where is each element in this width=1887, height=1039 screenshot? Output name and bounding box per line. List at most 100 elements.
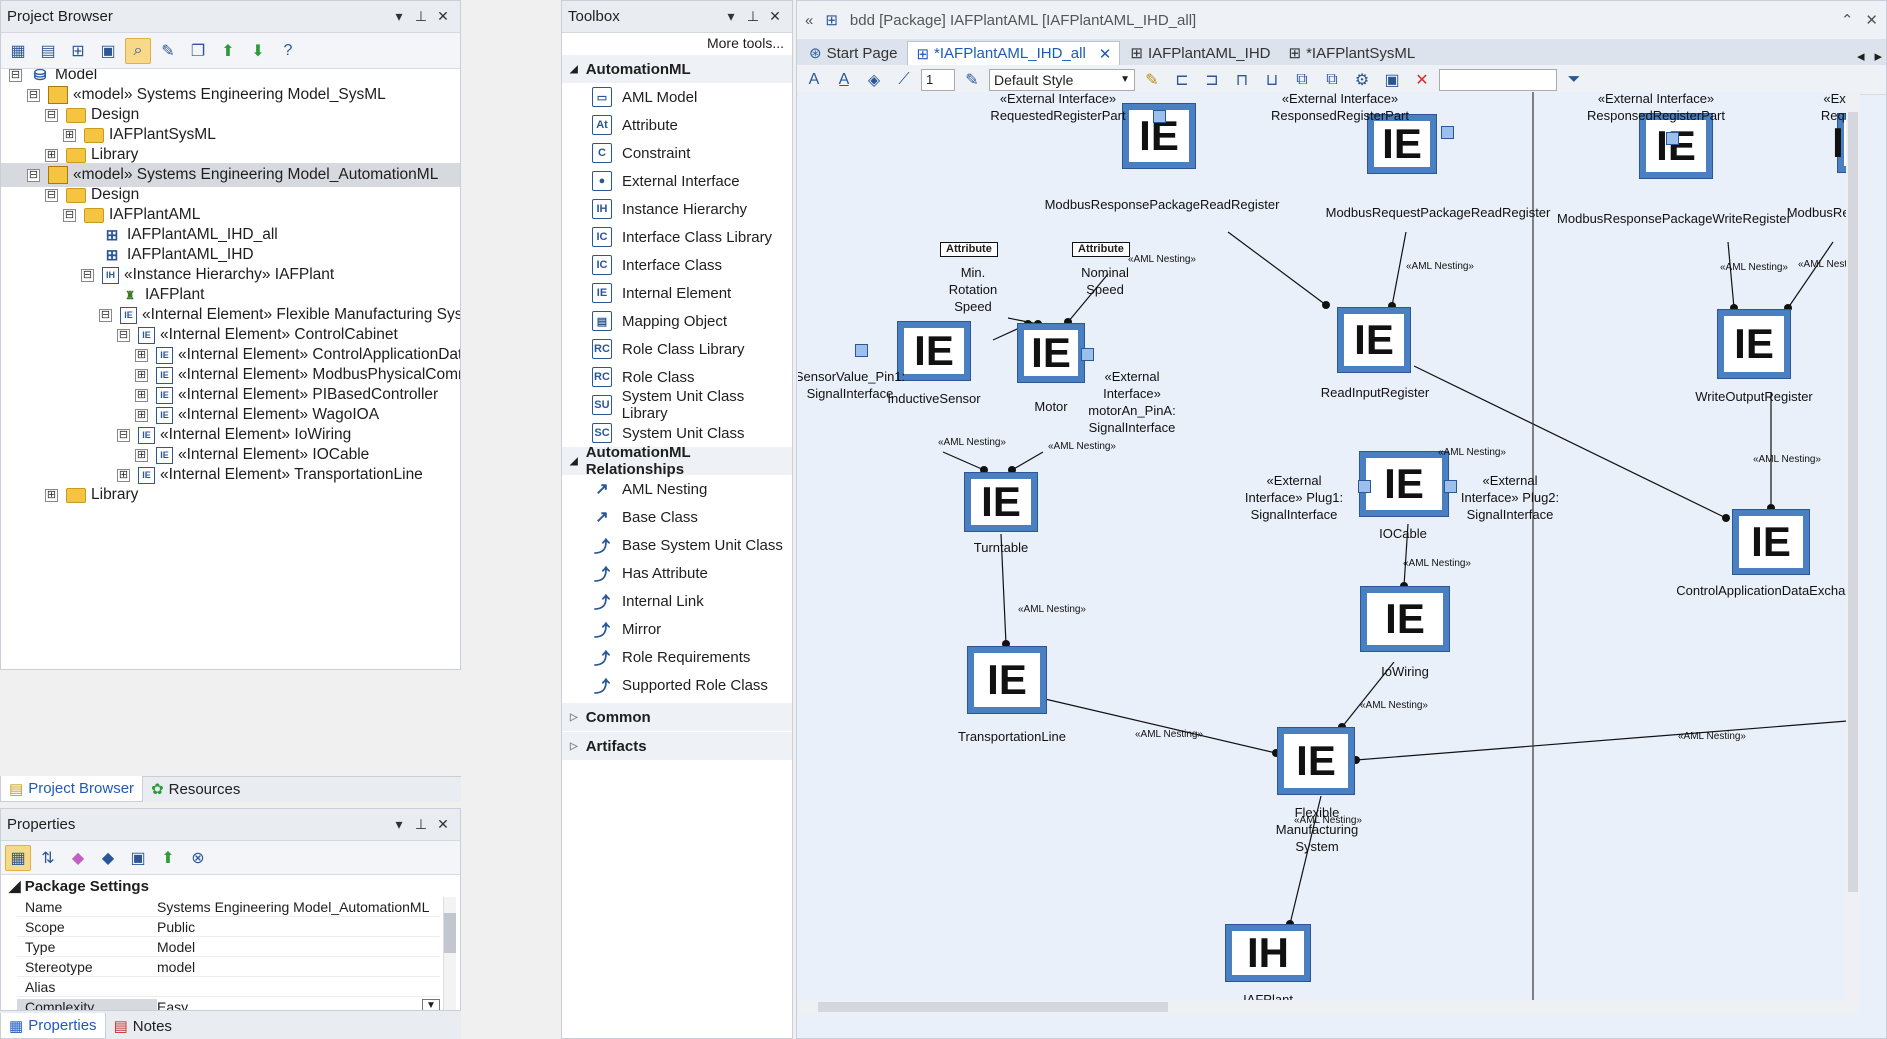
move-up-icon[interactable]: ⬆ — [221, 42, 235, 60]
interface-port[interactable] — [1441, 126, 1454, 139]
more-tools-link[interactable]: More tools... — [706, 35, 784, 51]
collapse-toggle[interactable]: ⊟ — [63, 208, 76, 222]
image-icon[interactable]: ▣ — [1384, 71, 1400, 89]
fill-color-icon[interactable]: ◈ — [867, 71, 881, 89]
collapse-toggle[interactable]: ⊟ — [27, 168, 40, 182]
property-value[interactable]: Public — [157, 918, 196, 935]
attribute-tag[interactable]: Attribute — [940, 242, 998, 257]
collapse-toggle[interactable]: ⊟ — [9, 69, 22, 82]
aml-nesting-connector[interactable] — [1403, 523, 1409, 587]
aml-nesting-connector[interactable] — [1227, 231, 1327, 306]
tree-item[interactable]: ⊟Design — [45, 103, 139, 127]
collapse-toggle[interactable]: ⊟ — [117, 328, 130, 342]
expand-toggle[interactable]: ⊞ — [135, 408, 148, 422]
tree-item[interactable]: ⊞IE«Internal Element» PIBasedController — [135, 383, 438, 407]
toolbox-item[interactable]: ⤴Mirror — [562, 615, 792, 643]
tree-item[interactable]: ⊞IE«Internal Element» TransportationLine — [117, 463, 423, 487]
tree-item[interactable]: ⊞Library — [45, 483, 138, 507]
toolbox-item[interactable]: ⤴Base System Unit Class — [562, 531, 792, 559]
tree-item[interactable]: ⊟IE«Internal Element» Flexible Manufactu… — [99, 303, 460, 327]
expand-toggle[interactable]: ⊞ — [135, 448, 148, 462]
toolbox-item[interactable]: ↗Base Class — [562, 503, 792, 531]
diagram-node-read-input[interactable]: IE — [1338, 308, 1410, 372]
tree-item[interactable]: ⊟IE«Internal Element» IoWiring — [117, 423, 351, 447]
same-width-icon[interactable]: ⧉ — [1296, 70, 1308, 88]
toolbox-item[interactable]: ⤴Role Requirements — [562, 643, 792, 671]
collapse-icon[interactable]: ◢ — [9, 878, 25, 895]
new-model-icon[interactable]: ▦ — [10, 42, 26, 60]
tree-item[interactable]: ⊞Library — [45, 143, 138, 167]
interface-port[interactable] — [1666, 132, 1679, 145]
collapse-toggle[interactable]: ⊟ — [81, 268, 94, 282]
collapse-toggle[interactable]: ⊟ — [27, 88, 40, 102]
pin-icon[interactable]: ⊥ — [414, 816, 428, 832]
tree-item[interactable]: ⊞IE«Internal Element» ControlApplication… — [135, 343, 460, 367]
view-icon[interactable]: ❐ — [190, 42, 206, 60]
tab-scroll-left-icon[interactable]: ◂ — [1856, 48, 1865, 65]
tree-item[interactable]: ⊟IAFPlantAML — [63, 203, 200, 227]
tree-item[interactable]: ⊞IAFPlantSysML — [63, 123, 216, 147]
delete-icon[interactable]: ✕ — [1415, 71, 1429, 89]
tab-resources[interactable]: ✿Resources — [143, 776, 248, 802]
close-icon[interactable]: ✕ — [769, 8, 781, 24]
tree-item[interactable]: ⊞IE«Internal Element» IOCable — [135, 443, 369, 467]
expand-toggle[interactable]: ⊞ — [135, 348, 148, 362]
collapse-toggle[interactable]: ⊟ — [45, 188, 58, 202]
aml-nesting-connector[interactable] — [1413, 365, 1727, 519]
collapse-toggle[interactable]: ⊟ — [117, 428, 130, 442]
vertical-scrollbar[interactable] — [1846, 92, 1860, 1014]
aml-nesting-connector[interactable] — [1355, 719, 1860, 761]
diagram-node-inductive[interactable]: IE — [898, 322, 970, 380]
interface-port[interactable] — [1153, 110, 1166, 123]
expand-toggle[interactable]: ⊞ — [135, 368, 148, 382]
collapse-up-icon[interactable]: ⌃ — [1840, 12, 1854, 29]
tree-item[interactable]: ⊞IE«Internal Element» ModbusPhysicalComm… — [135, 363, 460, 387]
help-icon[interactable]: ? — [283, 41, 293, 59]
aml-nesting-connector[interactable] — [1341, 661, 1395, 728]
tree-item[interactable]: ⊟Design — [45, 183, 139, 207]
expand-toggle[interactable]: ⊞ — [45, 488, 58, 502]
diagram-node-iocable[interactable]: IE — [1360, 452, 1448, 516]
tree-item[interactable]: ♜IAFPlant — [120, 283, 204, 307]
tree-item[interactable]: ⊞IAFPlantAML_IHD_all — [102, 223, 278, 247]
edit-icon[interactable]: ✎ — [161, 42, 175, 60]
diagram-node-control-app[interactable]: IE — [1733, 510, 1809, 574]
line-color-icon[interactable]: ⟋ — [898, 70, 910, 88]
sort-az-icon[interactable]: ⇅ — [41, 849, 55, 867]
property-row[interactable]: Alias — [17, 977, 440, 997]
aml-nesting-connector[interactable] — [1727, 241, 1735, 309]
align-top-icon[interactable]: ⊓ — [1235, 71, 1249, 89]
style-select[interactable]: Default Style▼ — [989, 68, 1135, 91]
collapse-toggle[interactable]: ⊟ — [45, 108, 58, 122]
font-color-icon[interactable]: A̲ — [838, 70, 850, 88]
diagram-node-turntable[interactable]: IE — [965, 473, 1037, 531]
toolbox-item[interactable]: ▤Mapping Object — [562, 307, 792, 335]
aml-nesting-connector[interactable] — [1007, 317, 1039, 325]
close-icon[interactable]: ✕ — [1865, 12, 1878, 29]
property-value[interactable]: Model — [157, 938, 196, 955]
tree-item[interactable]: ⊞IE«Internal Element» WagoIOA — [135, 403, 379, 427]
horizontal-scrollbar[interactable] — [798, 1000, 1860, 1014]
expand-toggle[interactable]: ⊞ — [45, 148, 58, 162]
pin-icon[interactable]: ⊥ — [746, 8, 760, 24]
tag-blue-icon[interactable]: ◆ — [101, 849, 115, 867]
font-icon[interactable]: A — [808, 70, 820, 88]
tab-start-page[interactable]: ⊛Start Page — [801, 41, 905, 65]
move-down-icon[interactable]: ⬇ — [251, 42, 265, 60]
toolbox-item[interactable]: ⤴Supported Role Class — [562, 671, 792, 699]
close-icon[interactable]: ✕ — [437, 816, 449, 832]
settings-icon[interactable]: ▣ — [130, 849, 146, 867]
tab-iafplantsysml[interactable]: ⊞*IAFPlantSysML — [1280, 41, 1423, 65]
aml-nesting-connector[interactable] — [942, 451, 985, 471]
toolbox-item[interactable]: ⤴Internal Link — [562, 587, 792, 615]
interface-port[interactable] — [855, 344, 868, 357]
